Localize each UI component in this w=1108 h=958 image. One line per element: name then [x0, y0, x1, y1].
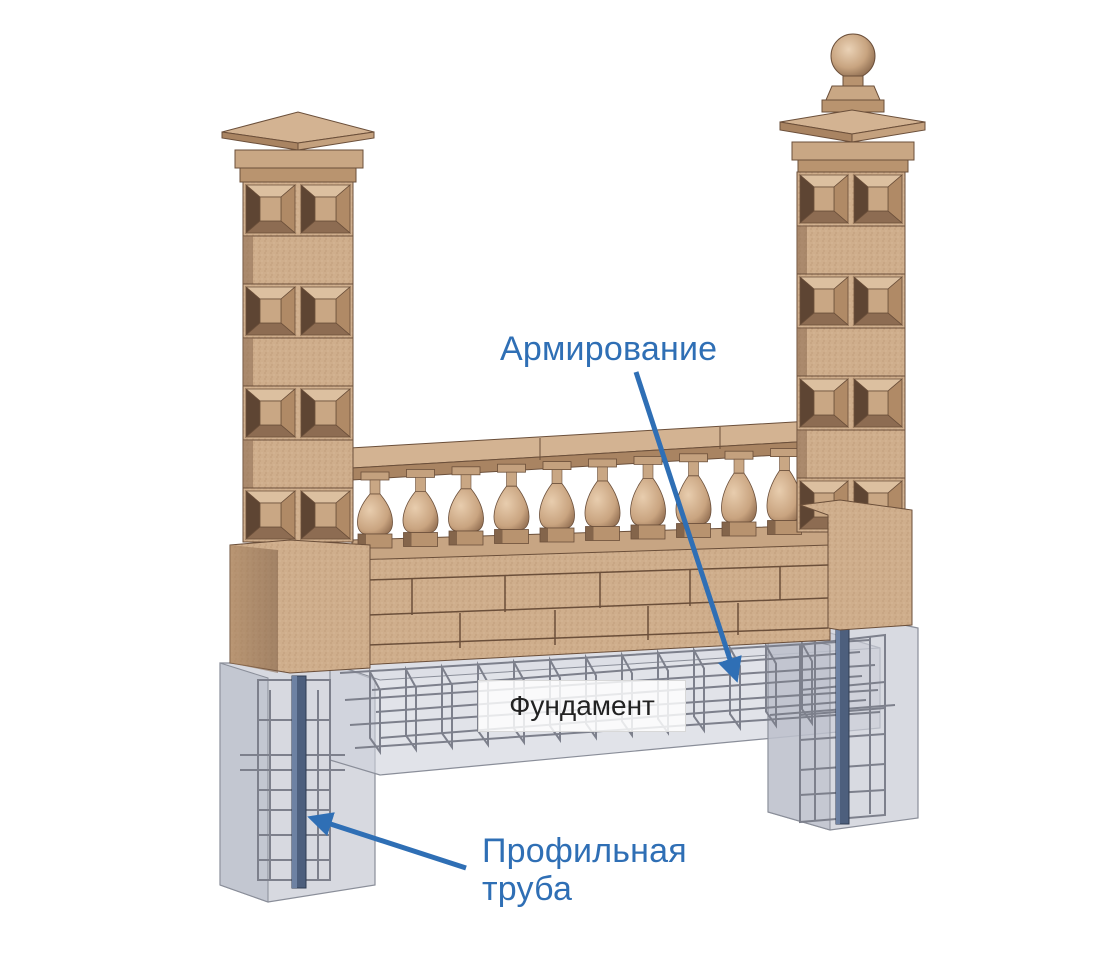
- profile-pipe-arrow: [307, 812, 467, 871]
- balusters: [357, 448, 803, 549]
- baluster: [766, 448, 803, 535]
- right-pillar: [779, 33, 926, 631]
- baluster: [402, 468, 439, 547]
- baluster: [721, 450, 757, 537]
- left-pillar: [221, 111, 375, 674]
- stirrup: [765, 641, 777, 729]
- plain-block: [796, 225, 906, 275]
- rusticated-block: [242, 385, 354, 441]
- stirrup: [369, 668, 381, 756]
- plain-block: [242, 235, 354, 285]
- stirrup: [405, 665, 417, 753]
- rusticated-block: [796, 171, 906, 227]
- plain-block: [242, 439, 354, 489]
- plain-block: [796, 327, 906, 377]
- reinforcement-label: Армирование: [500, 330, 718, 368]
- stirrup: [801, 639, 813, 727]
- plain-block: [242, 337, 354, 387]
- baluster: [630, 455, 666, 540]
- baluster: [584, 458, 621, 541]
- baluster: [357, 471, 393, 549]
- profile-pipe-label: Профильная труба: [482, 832, 712, 908]
- rusticated-block: [796, 375, 906, 431]
- baluster: [539, 461, 575, 543]
- plain-block: [796, 429, 906, 479]
- stirrup: [441, 663, 453, 751]
- callout-arrows: [307, 371, 742, 871]
- reinforcement-arrow: [633, 371, 742, 683]
- profile-pipe-label-line2: труба: [482, 870, 573, 908]
- baluster: [493, 463, 530, 544]
- rusticated-block: [796, 273, 906, 329]
- rusticated-block: [242, 283, 354, 339]
- baluster: [448, 466, 484, 546]
- baluster: [675, 453, 712, 538]
- foundation-label: Фундамент: [478, 680, 686, 732]
- profile-pipe-label-line1: Профильная: [482, 832, 687, 870]
- rusticated-block: [242, 181, 354, 237]
- stirrup: [693, 646, 705, 734]
- rusticated-block: [242, 487, 354, 543]
